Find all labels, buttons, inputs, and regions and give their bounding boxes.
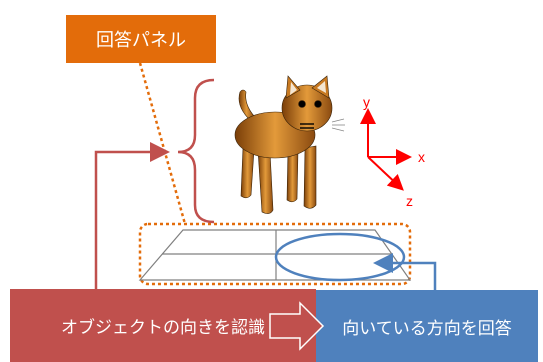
recognize-orientation-text: オブジェクトの向きを認識	[61, 318, 265, 338]
answer-ellipse	[274, 232, 406, 282]
answer-arrow	[373, 253, 437, 292]
answer-panel-outline	[138, 222, 412, 286]
answer-panel-label-text: 回答パネル	[96, 30, 186, 51]
axis-label-z: z	[406, 193, 413, 209]
recognize-orientation-box: オブジェクトの向きを認識	[10, 289, 316, 362]
axis-label-x: x	[418, 149, 425, 165]
cat-figure	[234, 75, 345, 214]
panel-connector-line	[138, 62, 187, 225]
answer-direction-box: 向いている方向を回答	[316, 290, 538, 362]
axis-label-y: y	[363, 94, 370, 110]
coordinate-axes	[360, 108, 412, 191]
recognize-arrow	[94, 142, 170, 290]
answer-direction-text: 向いている方向を回答	[342, 318, 512, 339]
curly-brace	[177, 78, 215, 224]
answer-panel-label: 回答パネル	[66, 15, 216, 63]
